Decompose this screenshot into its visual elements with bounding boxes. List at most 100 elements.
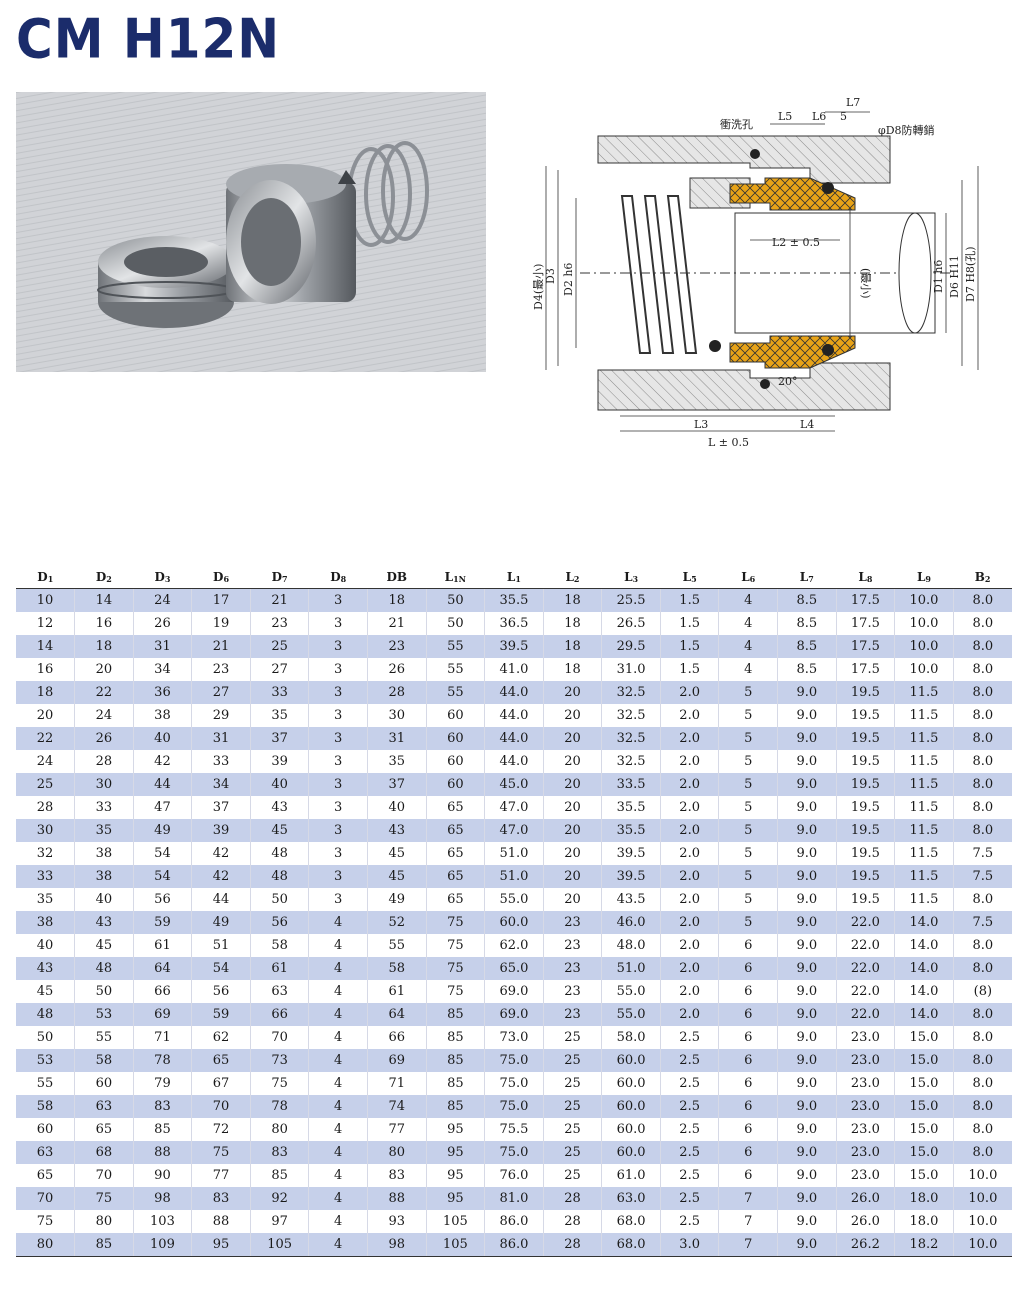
table-cell: 3 bbox=[308, 865, 368, 888]
table-cell: 2.0 bbox=[659, 888, 719, 911]
table-cell: 50 bbox=[16, 1026, 75, 1049]
table-cell: 56 bbox=[132, 888, 192, 911]
table-cell: 42 bbox=[191, 842, 251, 865]
table-cell: 32.5 bbox=[601, 681, 661, 704]
table-cell: 8.0 bbox=[952, 1003, 1012, 1026]
table-cell: 20 bbox=[74, 658, 134, 681]
table-cell: 60 bbox=[74, 1072, 134, 1095]
table-cell: 88 bbox=[132, 1141, 192, 1164]
table-cell: 76.0 bbox=[484, 1164, 544, 1187]
table-cell: 85 bbox=[74, 1233, 134, 1257]
column-header: DB bbox=[367, 566, 427, 589]
table-cell: 4 bbox=[308, 934, 368, 957]
table-cell: 6 bbox=[718, 1164, 778, 1187]
table-cell: 6 bbox=[718, 1072, 778, 1095]
table-cell: 10 bbox=[16, 588, 75, 612]
table-cell: 20 bbox=[542, 773, 602, 796]
table-cell: 40 bbox=[366, 796, 427, 819]
table-cell: 23.0 bbox=[835, 1141, 895, 1164]
table-cell: 92 bbox=[249, 1187, 309, 1210]
table-cell: 4 bbox=[308, 1049, 368, 1072]
table-cell: 43 bbox=[366, 819, 427, 842]
table-cell: 72 bbox=[191, 1118, 251, 1141]
table-cell: 32.5 bbox=[601, 704, 661, 727]
table-cell: 5 bbox=[718, 819, 778, 842]
table-cell: 17.5 bbox=[835, 588, 895, 612]
table-cell: 4 bbox=[308, 1210, 368, 1233]
table-cell: 75 bbox=[191, 1141, 251, 1164]
table-cell: 42 bbox=[191, 865, 251, 888]
d4-label: D4(最小) bbox=[532, 264, 545, 310]
table-cell: 14.0 bbox=[894, 980, 954, 1003]
table-cell: 50 bbox=[249, 888, 309, 911]
table-cell: 23 bbox=[542, 911, 602, 934]
table-cell: 14.0 bbox=[894, 911, 954, 934]
table-cell: 19.5 bbox=[835, 865, 895, 888]
table-cell: 1.5 bbox=[659, 588, 719, 612]
table-cell: 3 bbox=[308, 588, 368, 612]
table-cell: 49 bbox=[191, 911, 251, 934]
table-cell: 15.0 bbox=[894, 1118, 954, 1141]
table-cell: 103 bbox=[132, 1210, 192, 1233]
table-cell: 10.0 bbox=[952, 1187, 1012, 1210]
angle-label: 20° bbox=[778, 375, 798, 388]
table-cell: 4 bbox=[308, 1095, 368, 1118]
table-cell: 73 bbox=[249, 1049, 309, 1072]
table-cell: 50 bbox=[425, 588, 485, 612]
table-cell: 33 bbox=[74, 796, 134, 819]
table-cell: 20 bbox=[542, 681, 602, 704]
table-cell: 8.0 bbox=[952, 1118, 1012, 1141]
table-cell: 4 bbox=[308, 1026, 368, 1049]
table-cell: 4 bbox=[308, 1072, 368, 1095]
d1-label: D1 h6 bbox=[932, 260, 945, 293]
table-cell: 8.0 bbox=[952, 1095, 1012, 1118]
table-cell: 18.0 bbox=[894, 1210, 954, 1233]
table-cell: 20 bbox=[542, 704, 602, 727]
table-cell: 30 bbox=[74, 773, 134, 796]
table-cell: 2.0 bbox=[659, 934, 719, 957]
table-cell: 60 bbox=[425, 750, 485, 773]
table-cell: 29.5 bbox=[601, 635, 661, 658]
table-cell: 20 bbox=[16, 704, 75, 727]
table-cell: 8.0 bbox=[952, 1049, 1012, 1072]
table-cell: 62 bbox=[191, 1026, 251, 1049]
table-cell: 2.0 bbox=[659, 819, 719, 842]
table-cell: 65.0 bbox=[484, 957, 544, 980]
table-cell: 54 bbox=[132, 865, 192, 888]
table-cell: 71 bbox=[132, 1026, 192, 1049]
table-cell: 59 bbox=[191, 1003, 251, 1026]
table-cell: 78 bbox=[132, 1049, 192, 1072]
table-cell: 70 bbox=[191, 1095, 251, 1118]
table-cell: 95 bbox=[425, 1164, 485, 1187]
table-cell: 4 bbox=[308, 1164, 368, 1187]
table-cell: 88 bbox=[366, 1187, 427, 1210]
table-cell: 65 bbox=[191, 1049, 251, 1072]
table-cell: 9.0 bbox=[777, 681, 837, 704]
table-cell: 86.0 bbox=[484, 1233, 544, 1257]
table-cell: 44.0 bbox=[484, 704, 544, 727]
table-cell: 3.0 bbox=[659, 1233, 719, 1257]
table-cell: 23.0 bbox=[835, 1049, 895, 1072]
table-cell: 59 bbox=[132, 911, 192, 934]
table-cell: 28 bbox=[16, 796, 75, 819]
table-cell: 34 bbox=[132, 658, 192, 681]
table-cell: 8.0 bbox=[952, 773, 1012, 796]
table-cell: 2.0 bbox=[659, 911, 719, 934]
table-cell: 5 bbox=[718, 796, 778, 819]
table-cell: 19 bbox=[191, 612, 251, 635]
table-cell: 34 bbox=[191, 773, 251, 796]
table-cell: 77 bbox=[366, 1118, 427, 1141]
table-cell: 60.0 bbox=[601, 1141, 661, 1164]
table-cell: 44 bbox=[132, 773, 192, 796]
table-cell: 40 bbox=[16, 934, 75, 957]
d7-label: D7 H8(孔) bbox=[964, 247, 977, 303]
table-cell: 22.0 bbox=[835, 980, 895, 1003]
table-cell: 2.0 bbox=[659, 980, 719, 1003]
